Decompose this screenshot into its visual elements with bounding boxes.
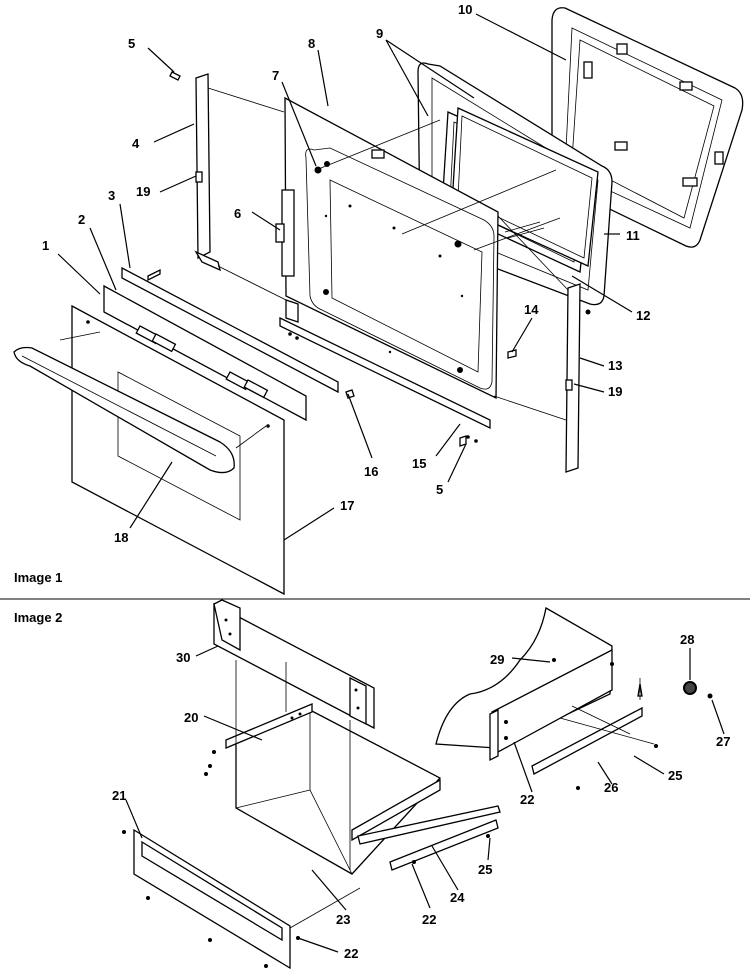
- callout-25-drawer: 25: [478, 862, 492, 877]
- callout-8: 8: [308, 36, 315, 51]
- part-4-left-channel: [169, 71, 221, 272]
- callout-22-front: 22: [344, 946, 358, 961]
- callout-9: 9: [376, 26, 383, 41]
- part-29-side-panel: [435, 606, 614, 762]
- callout-27: 27: [716, 734, 730, 749]
- panel-title-image-1: Image 1: [14, 570, 62, 585]
- callout-28: 28: [680, 632, 694, 647]
- callout-15: 15: [412, 456, 426, 471]
- callout-5-bottom: 5: [436, 482, 443, 497]
- part-21-drawer-front: [122, 828, 300, 970]
- callout-30: 30: [176, 650, 190, 665]
- callout-18: 18: [114, 530, 128, 545]
- part-30-rear-panel: [213, 599, 375, 730]
- leader-lines: [57, 13, 725, 953]
- callout-6: 6: [234, 206, 241, 221]
- callout-3: 3: [108, 188, 115, 203]
- part-24-right-slide: [357, 805, 501, 871]
- callout-1: 1: [42, 238, 49, 253]
- callout-25-inset: 25: [668, 768, 682, 783]
- part-18-door-handle: [13, 346, 235, 474]
- drawer-assembly: [122, 599, 713, 970]
- callout-2: 2: [78, 212, 85, 227]
- part-2-vent-trim: [103, 284, 307, 422]
- callout-17: 17: [340, 498, 354, 513]
- callout-12: 12: [636, 308, 650, 323]
- panel-title-image-2: Image 2: [14, 610, 62, 625]
- callout-14: 14: [524, 302, 539, 317]
- callout-11: 11: [626, 228, 640, 243]
- part-9-glass-panes: [441, 107, 599, 273]
- part-13-right-channel: [507, 283, 591, 473]
- part-23-drawer-tub: [235, 709, 442, 875]
- callout-26: 26: [604, 780, 618, 795]
- callout-22-inset: 22: [520, 792, 534, 807]
- callout-29: 29: [490, 652, 504, 667]
- callout-20: 20: [184, 710, 198, 725]
- callout-4: 4: [132, 136, 140, 151]
- part-15-bottom-bar: [279, 299, 491, 443]
- part-8-door-liner: [284, 96, 499, 400]
- callout-19-left: 19: [136, 184, 150, 199]
- part-28-roller: [637, 678, 697, 700]
- callout-24: 24: [450, 890, 465, 905]
- callout-16: 16: [364, 464, 378, 479]
- part-20-left-slide: [204, 703, 313, 776]
- callout-22-rail: 22: [422, 912, 436, 927]
- part-6-hinge-strip: [275, 189, 295, 277]
- callout-10: 10: [458, 2, 472, 17]
- callout-19-right: 19: [608, 384, 622, 399]
- oven-door-assembly: [13, 7, 744, 596]
- callout-21: 21: [112, 788, 126, 803]
- callout-23: 23: [336, 912, 350, 927]
- callout-7: 7: [272, 68, 279, 83]
- callout-5-top: 5: [128, 36, 135, 51]
- part-3-top-trim: [121, 266, 339, 394]
- callout-13: 13: [608, 358, 622, 373]
- part-26-rail: [531, 705, 655, 775]
